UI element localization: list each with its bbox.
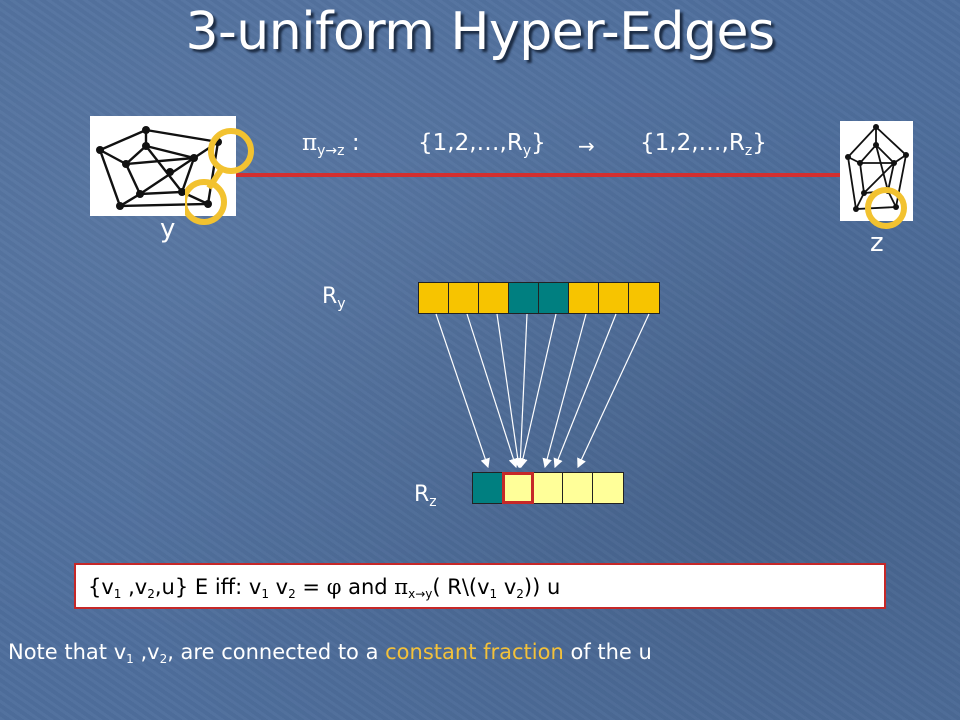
row-cell [419,283,449,313]
row-cell [629,283,659,313]
row-cell [593,473,623,503]
row-cell [533,473,563,503]
left-graph-panel [90,116,236,216]
row-label-rz: Rz [414,482,437,510]
domain-set: {1,2,…,Ry} [418,130,546,159]
footnote: Note that v1 ,v2, are connected to a con… [8,640,652,666]
right-highlight-circle [865,187,907,229]
highlighted-cell [502,472,534,504]
pi-symbol: π [302,130,318,156]
page-title: 3-uniform Hyper-Edges [185,2,775,62]
vertex-label-z: z [870,228,884,258]
row-cell [479,283,509,313]
row-label-ry: Ry [322,284,346,312]
row-cell [449,283,479,313]
row-cell [539,283,569,313]
projection-label: πy→z : [302,130,360,159]
mapping-arrow: → [578,134,595,158]
constant-fraction-highlight: constant fraction [385,640,564,664]
row-cell [509,283,539,313]
row-cell [569,283,599,313]
vertex-label-y: y [160,214,176,244]
left-highlight-circles [185,128,254,225]
row-cell [473,473,503,503]
ry-cell-row [418,282,660,314]
rz-cell-row [472,472,624,504]
row-cell [563,473,593,503]
row-cell [599,283,629,313]
codomain-set: {1,2,…,Rz} [640,130,767,159]
hyperedge-condition: {v1 ,v2,u} E iff: v1 v2 = φ and πx→y( R\… [74,563,886,609]
